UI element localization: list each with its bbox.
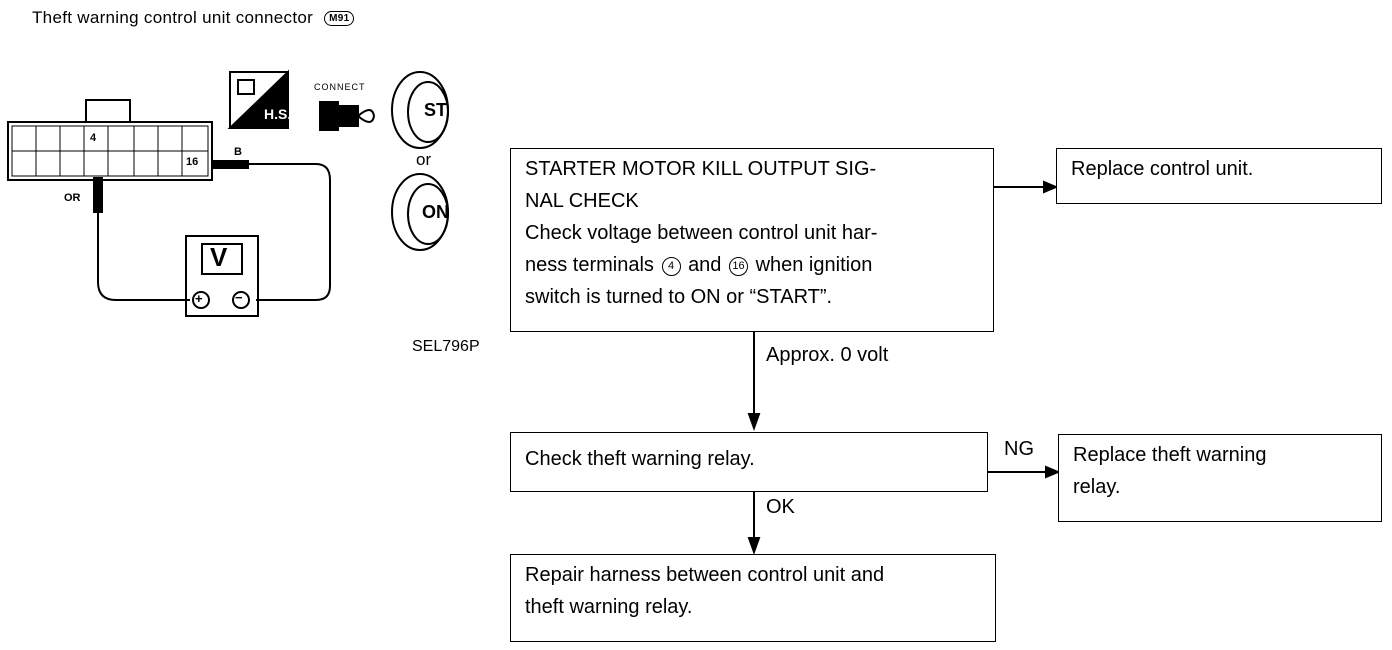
check-line5: switch is turned to ON or “START”. <box>525 286 833 308</box>
repair-harness-box: Repair harness between control unit and … <box>510 554 996 642</box>
voltmeter-label: V <box>210 242 228 272</box>
voltmeter-plus: + <box>195 291 203 306</box>
connect-plug-icon <box>319 101 376 131</box>
replace-unit-text: Replace control unit. <box>1071 158 1254 180</box>
replace-relay-box: Replace theft warning relay. <box>1058 434 1382 522</box>
starter-kill-check-box: STARTER MOTOR KILL OUTPUT SIG- NAL CHECK… <box>510 148 994 332</box>
check-line4: ness terminals 4 and 16 when ignition <box>525 249 979 281</box>
ng-label: NG <box>1004 438 1034 460</box>
key-st-label: ST <box>424 100 448 120</box>
repair-line2: theft warning relay. <box>525 596 693 618</box>
wire-color-b: B <box>234 146 242 158</box>
check-line4-pre: ness terminals <box>525 254 654 276</box>
check-title-line1: STARTER MOTOR KILL OUTPUT SIG- <box>525 158 877 180</box>
key-on-label: ON <box>422 202 449 222</box>
terminal-16-label: 16 <box>186 156 199 168</box>
diagram-caption: Theft warning control unit connector M91 <box>32 8 355 28</box>
figure-id: SEL796P <box>412 338 480 355</box>
voltmeter-minus: − <box>235 290 243 305</box>
terminal-16-circle: 16 <box>729 257 748 276</box>
relay-check-text: Check theft warning relay. <box>525 448 755 470</box>
ignition-key-st-icon <box>391 71 449 149</box>
connector-id-badge: M91 <box>324 11 355 26</box>
check-line3: Check voltage between control unit har- <box>525 222 878 244</box>
hs-sensor-icon <box>227 69 289 129</box>
approx-voltage-label: Approx. 0 volt <box>766 344 889 366</box>
repair-line1: Repair harness between control unit and <box>525 564 885 586</box>
relay-check-box: Check theft warning relay. <box>510 432 988 492</box>
check-title-line2: NAL CHECK <box>525 190 639 212</box>
replace-relay-line1: Replace theft warning <box>1073 444 1267 466</box>
ok-label: OK <box>766 496 795 518</box>
connect-label: CONNECT <box>314 82 366 92</box>
hs-label: H.S. <box>264 106 292 122</box>
terminal-4-label: 4 <box>90 132 97 144</box>
caption-text: Theft warning control unit connector <box>32 8 314 27</box>
ignition-key-on-icon <box>391 173 449 251</box>
test-leads <box>93 160 331 301</box>
replace-relay-line2: relay. <box>1073 476 1121 498</box>
or-text: or <box>416 150 432 169</box>
replace-control-unit-box: Replace control unit. <box>1056 148 1382 204</box>
connector-drawing <box>7 99 213 181</box>
wire-color-or: OR <box>64 192 81 204</box>
check-line4-mid: and <box>688 254 722 276</box>
terminal-4-circle: 4 <box>661 257 681 276</box>
check-line4-post: when ignition <box>755 254 873 276</box>
flow-arrows <box>747 180 1061 555</box>
voltmeter <box>185 235 259 317</box>
